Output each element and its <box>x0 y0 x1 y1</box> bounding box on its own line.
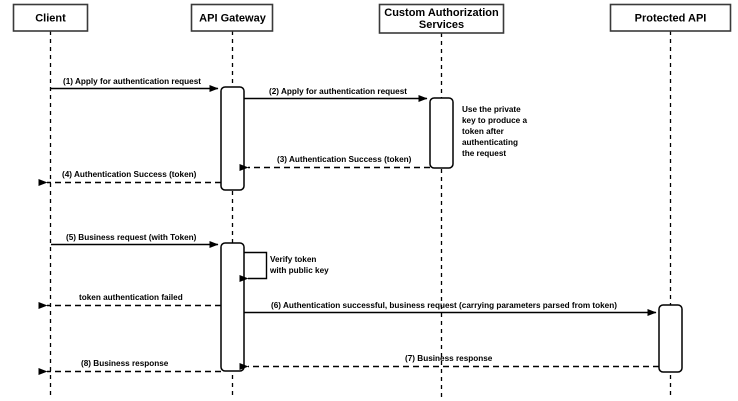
participant-box-api[interactable] <box>609 3 732 32</box>
message-label-2: (2) Apply for authentication request <box>269 87 407 96</box>
participant-label-client: Client <box>35 12 66 24</box>
message-line-self-verify <box>239 251 268 282</box>
message-label-3: (3) Authentication Success (token) <box>277 155 412 164</box>
note-private-key-line3: token after <box>462 127 505 136</box>
message-label-8: (8) Business response <box>81 359 169 368</box>
message-label-4: (4) Authentication Success (token) <box>62 170 197 179</box>
participant-label-auth-line1: Custom Authorization <box>384 7 499 19</box>
note-private-key-line2: key to produce a <box>462 116 528 125</box>
note-private-key-line5: the request <box>462 149 506 158</box>
activation-bar-gateway-business <box>220 242 245 372</box>
note-private-key-line4: authenticating <box>462 138 518 147</box>
message-label-1: (1) Apply for authentication request <box>63 77 201 86</box>
note-private-key-line1: Use the private <box>462 105 521 114</box>
participant-box-gateway[interactable] <box>190 3 274 32</box>
participant-box-auth[interactable] <box>378 3 505 34</box>
activation-bar-gateway-auth <box>220 86 245 191</box>
participant-label-gateway: API Gateway <box>199 12 267 24</box>
message-label-5: (5) Business request (with Token) <box>66 233 197 242</box>
message-label-7: (7) Business response <box>405 354 493 363</box>
message-label-self-verify-line1: Verify token <box>270 255 316 264</box>
participant-box-client[interactable] <box>12 3 89 32</box>
message-label-token-failed: token authentication failed <box>79 293 183 302</box>
participant-label-api: Protected API <box>635 12 707 24</box>
message-label-self-verify-line2: with public key <box>269 266 329 275</box>
activation-bar-api <box>658 304 683 373</box>
activation-bar-auth <box>429 97 454 169</box>
message-label-6: (6) Authentication successful, business … <box>271 301 617 310</box>
participant-label-auth-line2: Services <box>419 19 464 31</box>
